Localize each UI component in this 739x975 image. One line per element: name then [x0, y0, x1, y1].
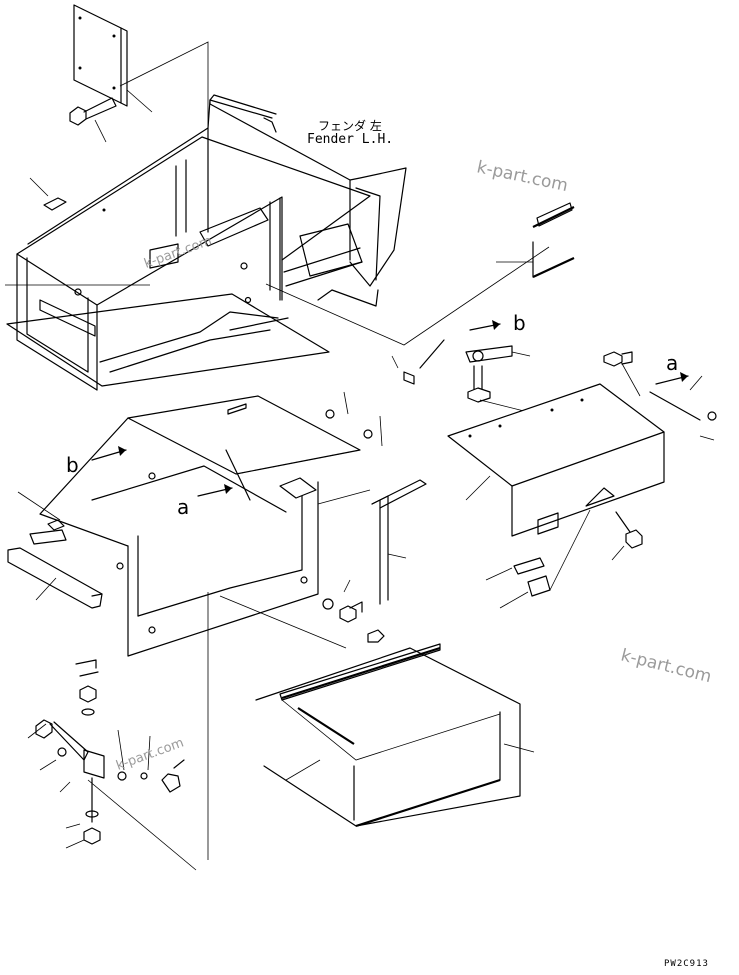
bottom-tray [255, 643, 535, 828]
latch-parts [485, 509, 643, 609]
drawing-code: PW2C913 [664, 959, 709, 969]
top-plate [73, 4, 153, 113]
fender-label-en: Fender L.H. [307, 132, 393, 147]
bolt-center [322, 579, 385, 643]
bolt-right [603, 351, 717, 441]
watermark: k-part.com [475, 157, 570, 196]
watermark: k-part.com [142, 233, 214, 271]
washers [325, 391, 383, 447]
ref-a-center: a [177, 495, 189, 519]
angle-bracket [496, 202, 575, 278]
ref-b-left: b [66, 453, 79, 477]
arrow-b-upper: b [469, 311, 526, 335]
watermark: k-part.com [619, 645, 714, 687]
fender-label-jp: フェンダ 左 [318, 118, 382, 133]
fender-frame [6, 94, 371, 391]
fender-body [209, 99, 407, 307]
right-cover [447, 359, 665, 537]
rod [371, 479, 427, 605]
clip-icon [29, 177, 67, 211]
ref-b-upper: b [513, 311, 526, 335]
ref-a-right: a [666, 351, 678, 375]
arrow-a-right: a [655, 351, 689, 385]
hardware-stack [27, 659, 197, 871]
center-tray [39, 395, 371, 860]
bolt-icon [69, 97, 117, 143]
arrow-b-left: b [66, 446, 127, 477]
arrow-a-center: a [177, 484, 233, 519]
left-bar [7, 491, 103, 609]
